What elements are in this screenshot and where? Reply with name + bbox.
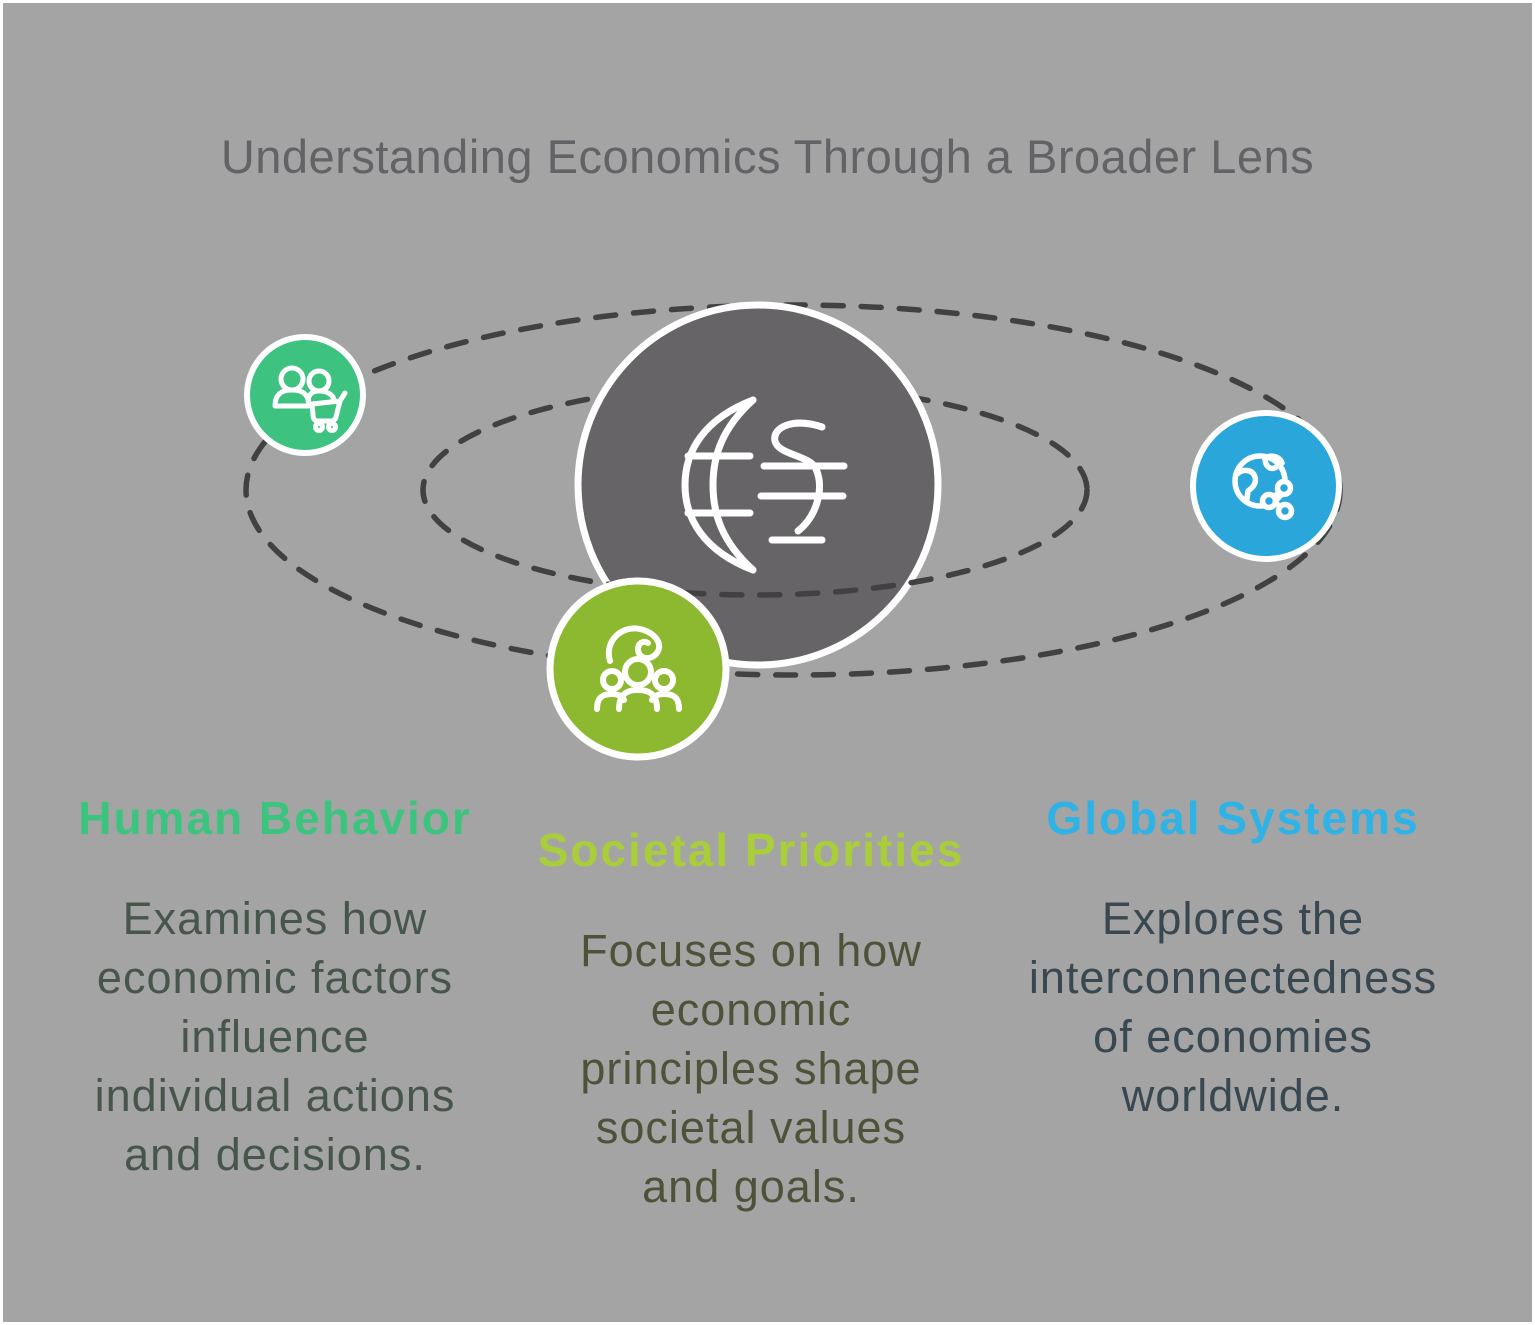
central-circle bbox=[574, 301, 942, 669]
continent-top-right bbox=[1262, 453, 1285, 472]
hand-curve bbox=[605, 625, 663, 664]
cart-wheel-right bbox=[326, 421, 338, 433]
shopper-shoulders-right bbox=[305, 388, 337, 404]
section-heading: Societal Priorities bbox=[537, 824, 965, 876]
section-heading: Human Behavior bbox=[78, 792, 472, 844]
person-head-center bbox=[622, 656, 654, 688]
orbit-diagram bbox=[243, 301, 1343, 761]
person-head-right bbox=[652, 668, 676, 692]
section-human-behavior: Human Behavior Examines how economic fac… bbox=[45, 791, 505, 1184]
section-description: Focuses on how economic principles shape… bbox=[580, 925, 922, 1212]
globe-network-icon bbox=[1232, 453, 1295, 521]
section-description: Examines how economic factors influence … bbox=[94, 893, 456, 1180]
person-shoulders-right bbox=[649, 691, 682, 712]
satellite-human-behavior bbox=[244, 334, 366, 456]
section-description: Explores the interconnectedness of econo… bbox=[1028, 893, 1438, 1121]
network-node-top bbox=[1274, 478, 1294, 498]
currency-s-curve bbox=[771, 419, 826, 535]
satellite-circle bbox=[546, 577, 730, 761]
globe-outer-arc bbox=[681, 396, 757, 574]
satellite-global-systems bbox=[1190, 410, 1342, 562]
section-global-systems: Global Systems Explores the interconnect… bbox=[1003, 791, 1463, 1125]
globe-meridian-arc bbox=[709, 396, 757, 574]
section-societal-priorities: Societal Priorities Focuses on how econo… bbox=[521, 823, 981, 1216]
people-shopping-cart-icon bbox=[272, 365, 348, 433]
globe-currency-icon bbox=[681, 396, 848, 574]
hand-over-community-icon bbox=[594, 625, 682, 712]
satellite-societal-priorities bbox=[546, 577, 730, 761]
page-title: Understanding Economics Through a Broade… bbox=[220, 130, 1315, 183]
section-heading: Global Systems bbox=[1046, 792, 1420, 844]
cart-handle bbox=[337, 390, 348, 404]
person-head-left bbox=[600, 668, 624, 692]
network-node-left bbox=[1259, 491, 1279, 511]
continent-left bbox=[1234, 467, 1259, 502]
network-node-bottom bbox=[1275, 501, 1295, 521]
satellite-circle bbox=[1190, 410, 1342, 562]
cart-wheel-left bbox=[313, 421, 325, 433]
cart-basket bbox=[309, 398, 343, 424]
